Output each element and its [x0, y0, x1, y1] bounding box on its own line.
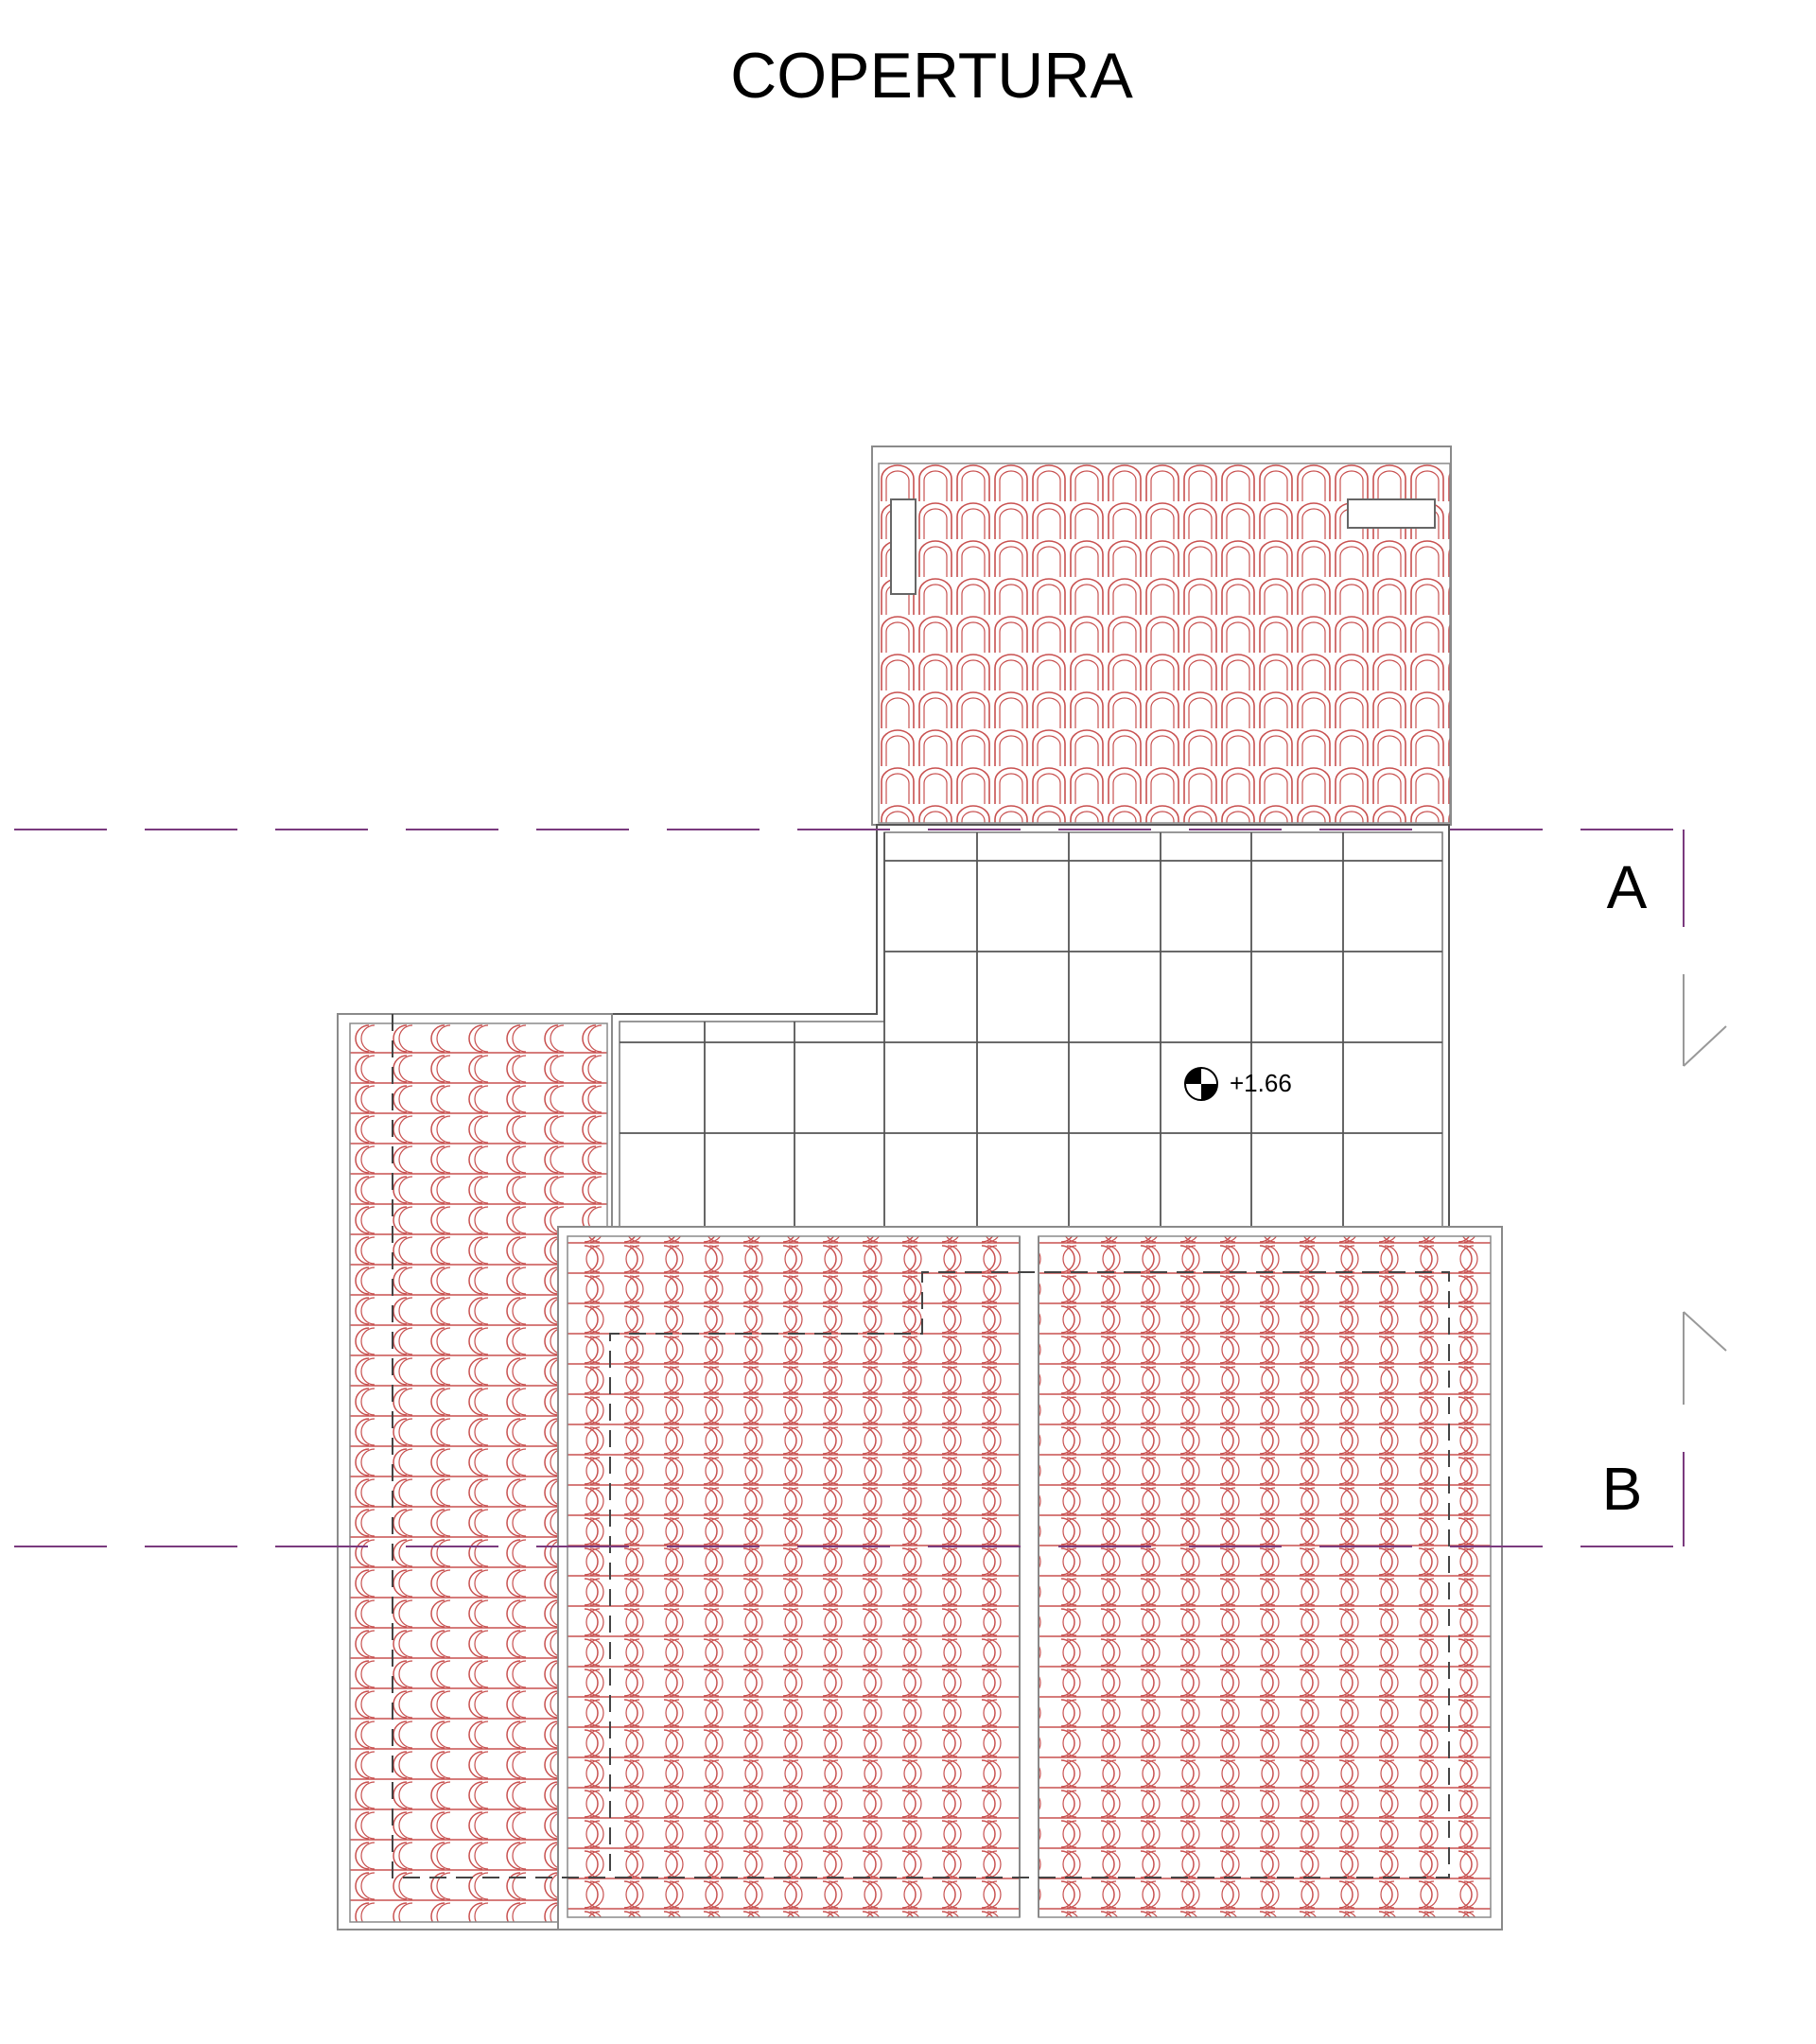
hidden-walls-dashed — [392, 1014, 1450, 1878]
section-line-b — [14, 1311, 1727, 1547]
section-label-b: B — [1602, 1455, 1643, 1523]
section-line-a — [14, 829, 1727, 1067]
roof-pitch-bottom — [557, 1226, 1503, 1930]
section-label-a: A — [1607, 853, 1648, 921]
chimney-right — [1347, 498, 1436, 529]
drawing-title: COPERTURA — [730, 40, 1133, 112]
roof-pitch-top — [871, 445, 1452, 826]
level-marker-icon — [1184, 1067, 1218, 1101]
chimney-left — [890, 498, 917, 595]
level-value: +1.66 — [1230, 1069, 1292, 1097]
terrace-grid — [611, 824, 1450, 1228]
